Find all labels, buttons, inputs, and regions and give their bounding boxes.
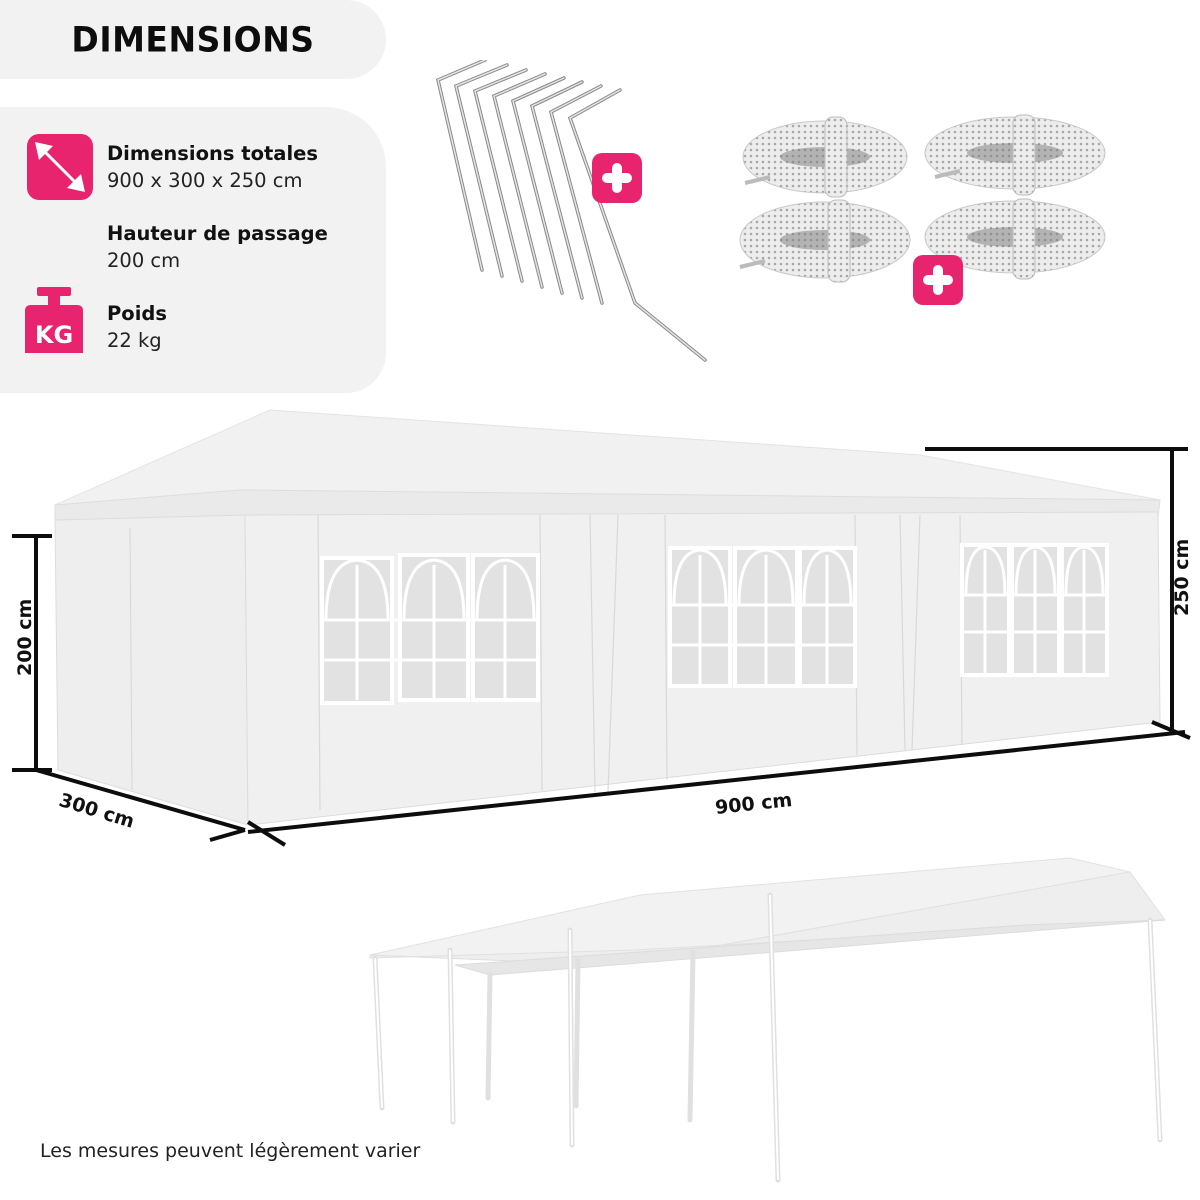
spec-panel: Dimensions totales 900 x 300 x 250 cm Ha… xyxy=(0,107,386,393)
ground-pegs-image xyxy=(430,60,720,370)
plus-icon xyxy=(602,163,632,193)
spec-label-weight: Poids xyxy=(107,302,167,325)
page-title: DIMENSIONS xyxy=(71,19,315,60)
title-panel: DIMENSIONS xyxy=(0,0,386,79)
ropes-image xyxy=(730,105,1120,305)
ropes-plus-badge xyxy=(913,255,963,305)
spec-value-total: 900 x 300 x 250 cm xyxy=(107,169,303,192)
pegs-plus-badge xyxy=(592,153,642,203)
spec-value-passage: 200 cm xyxy=(107,249,181,272)
diagonal-arrows-icon xyxy=(27,134,93,200)
footnote: Les mesures peuvent légèrement varier xyxy=(40,1140,421,1162)
dim-label-total-height: 250 cm xyxy=(1171,538,1193,616)
plus-icon xyxy=(923,265,953,295)
dim-label-passage-height: 200 cm xyxy=(14,598,36,676)
tent-frame-image xyxy=(360,850,1200,1200)
svg-text:KG: KG xyxy=(35,321,73,349)
spec-label-passage: Hauteur de passage xyxy=(107,222,328,245)
spec-value-weight: 22 kg xyxy=(107,329,162,352)
spec-label-total: Dimensions totales xyxy=(107,142,318,165)
tent-with-walls-image xyxy=(0,400,1200,850)
kg-weight-icon: KG xyxy=(21,287,87,353)
